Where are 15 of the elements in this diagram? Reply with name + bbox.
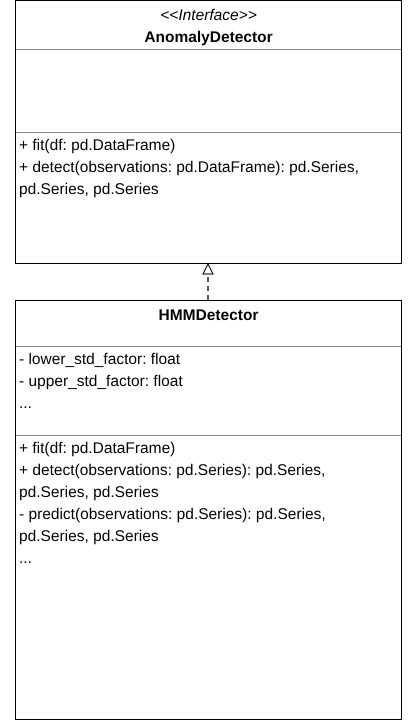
stereotype-label: <<Interface>> bbox=[159, 6, 258, 26]
attribute-text: - lower_std_factor: float bbox=[19, 350, 182, 370]
ellipsis-text: ... bbox=[19, 394, 33, 414]
class-name: HMMDetector bbox=[158, 306, 260, 326]
class-box bbox=[15, 300, 402, 720]
method-text: - predict(observations: pd.Series): pd.Series, pd.Series, pd.Series bbox=[19, 505, 327, 547]
method-text: + detect(observations: pd.DataFrame): pd.Series, pd.Series, pd.Series bbox=[19, 158, 360, 200]
method-text: + detect(observations: pd.Series): pd.Series, pd.Series, pd.Series bbox=[19, 461, 326, 503]
attribute-text: - upper_std_factor: float bbox=[19, 372, 184, 392]
class-box bbox=[15, 0, 402, 264]
class-name: AnomalyDetector bbox=[143, 28, 274, 48]
method-text: + fit(df: pd.DataFrame) bbox=[19, 136, 176, 156]
realization-arrow bbox=[202, 264, 214, 300]
ellipsis-text: ... bbox=[19, 549, 33, 569]
method-text: + fit(df: pd.DataFrame) bbox=[19, 439, 176, 459]
